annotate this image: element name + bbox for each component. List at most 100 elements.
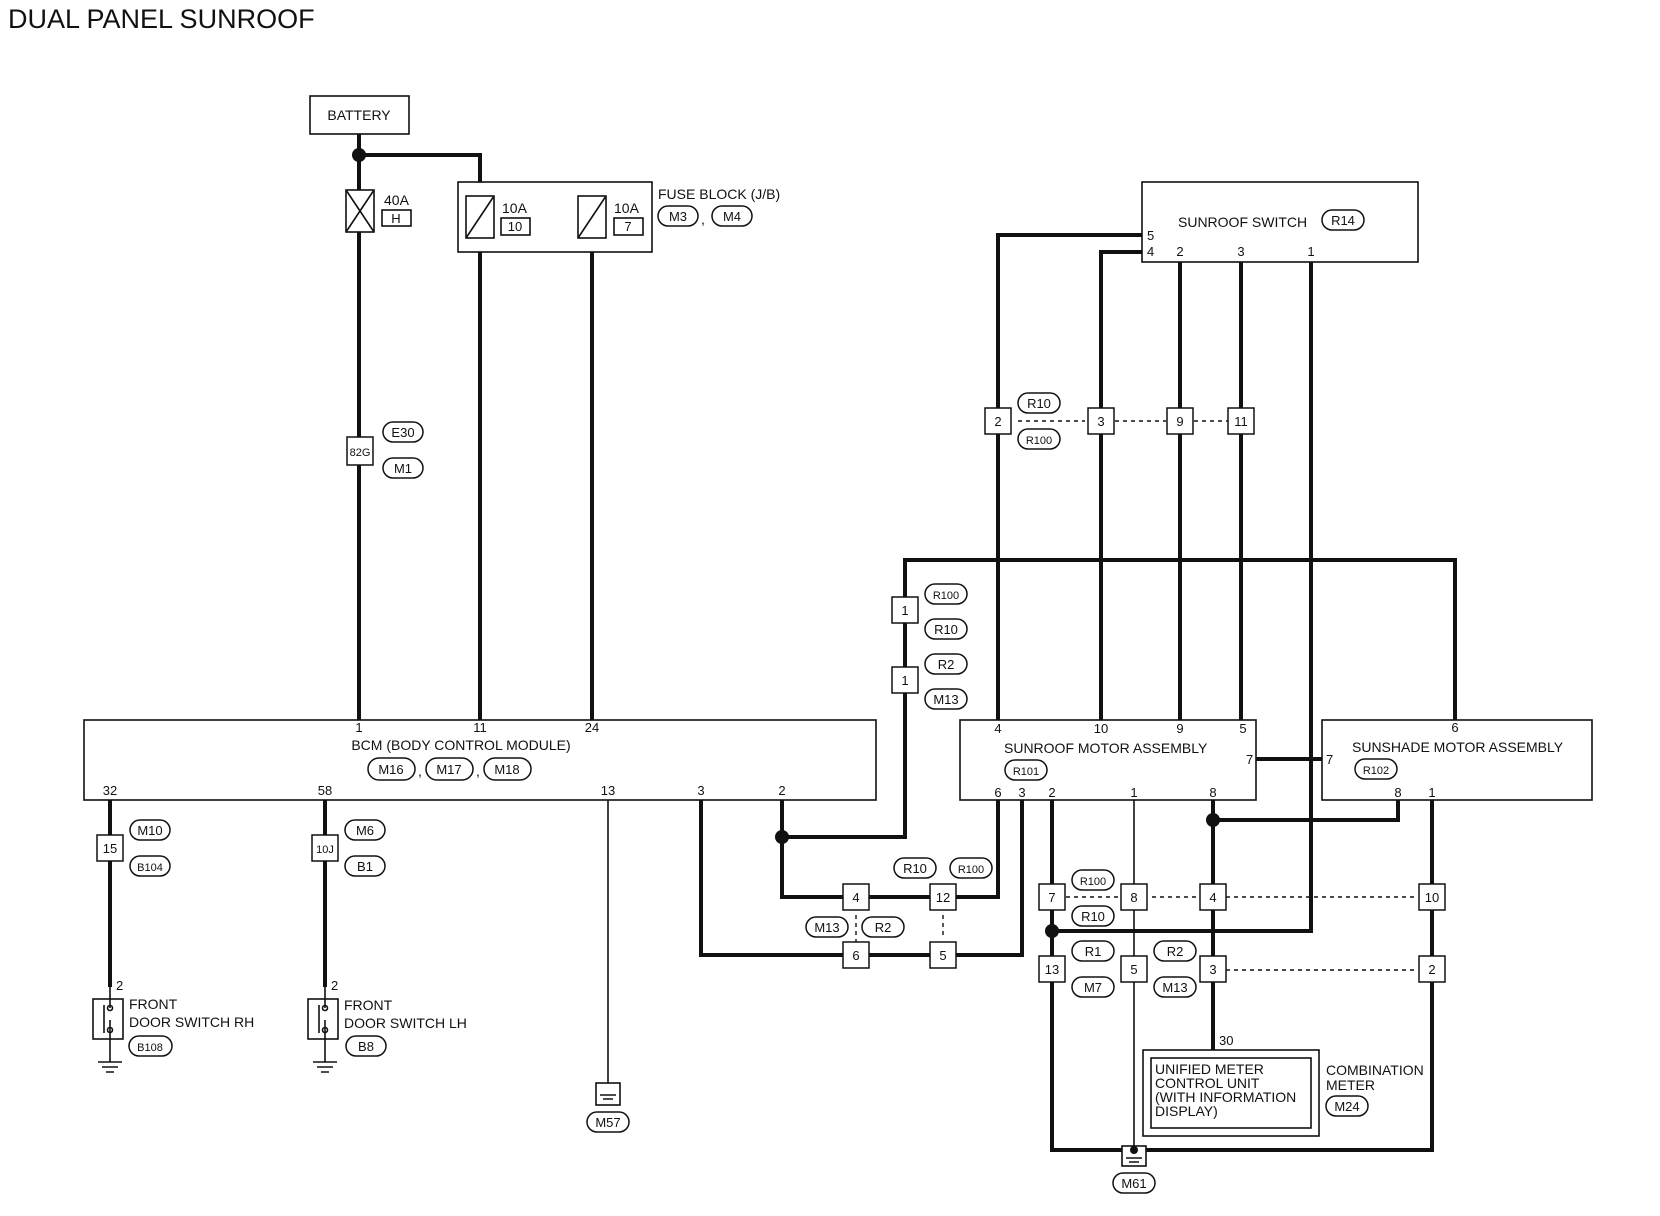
svg-text:10J: 10J — [316, 844, 334, 856]
wire-switch4-motor10 — [1099, 250, 1144, 722]
splice-bcm2 — [775, 830, 789, 844]
svg-text:6: 6 — [852, 948, 859, 963]
bcm-pin-13: 13 — [601, 783, 615, 798]
switch-pin-4: 4 — [1147, 244, 1154, 259]
connector-10j: 10J — [311, 834, 339, 862]
connector-lower-10: 10 — [1418, 883, 1446, 911]
connector-r10-11: 11 — [1227, 407, 1255, 435]
tag-r10-b: R10 — [924, 618, 968, 640]
motor-pin-3: 3 — [1018, 785, 1025, 800]
tag-r10-d: R10 — [1071, 905, 1115, 927]
bcm-pin-32: 32 — [103, 783, 117, 798]
tag-r10-c: R10 — [893, 857, 937, 879]
tag-r100-a: R100 — [1017, 428, 1061, 450]
sunroof-motor-label: SUNROOF MOTOR ASSEMBLY — [1004, 740, 1208, 756]
svg-text:R10: R10 — [1027, 396, 1051, 411]
diagram-title: DUAL PANEL SUNROOF — [8, 4, 315, 34]
svg-text:,: , — [476, 763, 480, 779]
tag-m57: M57 — [586, 1111, 630, 1133]
bcm-pin-3: 3 — [697, 783, 704, 798]
wire-shade8-node — [1211, 798, 1400, 822]
tag-b108: B108 — [128, 1035, 173, 1057]
svg-text:4: 4 — [1209, 890, 1216, 905]
tag-m4: M4 — [711, 205, 753, 227]
motor-pin-5: 5 — [1239, 721, 1246, 736]
svg-text:8: 8 — [1130, 890, 1137, 905]
battery-label: BATTERY — [327, 107, 391, 123]
fuse-40a-id: H — [391, 211, 400, 226]
tag-r100-d: R100 — [1071, 869, 1115, 891]
tag-r10-a: R10 — [1017, 392, 1061, 414]
tag-r2-a: R2 — [924, 653, 968, 675]
svg-text:M13: M13 — [933, 692, 958, 707]
svg-text:M13: M13 — [814, 920, 839, 935]
svg-text:3: 3 — [1209, 962, 1216, 977]
connector-lower-5: 5 — [1120, 955, 1148, 983]
battery: BATTERY — [309, 95, 410, 135]
switch-pin-1: 1 — [1307, 244, 1314, 259]
meter-pin-30: 30 — [1219, 1033, 1233, 1048]
shade-pin-1: 1 — [1428, 785, 1435, 800]
svg-text:E30: E30 — [391, 425, 414, 440]
wire-switch1-ground-bus — [1050, 256, 1313, 933]
sunroof-motor-assembly: SUNROOF MOTOR ASSEMBLY 4 10 9 5 7 6 3 2 … — [959, 719, 1257, 801]
svg-text:2: 2 — [994, 414, 1001, 429]
svg-text:M16: M16 — [378, 762, 403, 777]
motor-pin-10: 10 — [1094, 721, 1108, 736]
connector-r10-2: 2 — [984, 407, 1012, 435]
svg-text:R100: R100 — [1026, 435, 1052, 447]
splice-motor2 — [1045, 924, 1059, 938]
splice-points — [352, 148, 1220, 938]
connector-lower-7: 7 — [1038, 883, 1066, 911]
tag-r100-b: R100 — [924, 583, 968, 605]
svg-text:11: 11 — [1234, 414, 1248, 429]
wires — [108, 132, 1457, 1152]
svg-text:M3: M3 — [669, 209, 687, 224]
door-lh-label-2: DOOR SWITCH LH — [344, 1015, 467, 1031]
tag-r101: R101 — [1004, 759, 1048, 781]
svg-text:R1: R1 — [1085, 944, 1102, 959]
connector-bcm-link-5: 5 — [929, 941, 957, 969]
svg-text:M57: M57 — [595, 1115, 620, 1130]
shade-pin-8: 8 — [1394, 785, 1401, 800]
svg-text:R10: R10 — [934, 622, 958, 637]
tag-r102: R102 — [1354, 758, 1398, 780]
wire-battery-fuseblock — [357, 153, 482, 190]
tag-m7: M7 — [1071, 976, 1115, 998]
svg-text:B108: B108 — [137, 1042, 163, 1054]
connector-lower-4: 4 — [1199, 883, 1227, 911]
connector-lower-13: 13 — [1038, 955, 1066, 983]
meter-unit-label-1: UNIFIED METER — [1155, 1061, 1264, 1077]
svg-text:M61: M61 — [1121, 1176, 1146, 1191]
tag-m10: M10 — [129, 819, 171, 841]
combination-meter-label-1: COMBINATION — [1326, 1062, 1424, 1078]
ground-m61 — [1121, 1145, 1147, 1167]
svg-text:M24: M24 — [1334, 1099, 1359, 1114]
svg-text:R100: R100 — [1080, 876, 1106, 888]
motor-pin-6: 6 — [994, 785, 1001, 800]
svg-text:M10: M10 — [137, 823, 162, 838]
shade-pin-7: 7 — [1326, 752, 1333, 767]
wire-bcm2-motor6 — [780, 798, 1000, 899]
tag-m16: M16 — [367, 757, 416, 781]
svg-text:,: , — [418, 763, 422, 779]
connector-82g: 82G — [346, 436, 374, 466]
connector-r100-1: 1 — [891, 596, 919, 624]
door-lh-pin: 2 — [331, 978, 338, 993]
door-rh-label-1: FRONT — [129, 996, 178, 1012]
connector-lower-8: 8 — [1120, 883, 1148, 911]
wire-switch5-motor4 — [996, 233, 1144, 722]
shade-pin-6: 6 — [1451, 720, 1458, 735]
fuse-10a-a-rating: 10A — [502, 200, 528, 216]
motor-pin-9: 9 — [1176, 721, 1183, 736]
svg-text:15: 15 — [103, 841, 117, 856]
front-door-switch-lh: 2 FRONT DOOR SWITCH LH — [307, 978, 467, 1073]
svg-text:R102: R102 — [1363, 765, 1389, 777]
svg-text:B1: B1 — [357, 859, 373, 874]
svg-text:M13: M13 — [1162, 980, 1187, 995]
tag-m1: M1 — [382, 457, 424, 479]
svg-text:R10: R10 — [1081, 909, 1105, 924]
motor-pin-7: 7 — [1246, 752, 1253, 767]
door-rh-pin: 2 — [116, 978, 123, 993]
